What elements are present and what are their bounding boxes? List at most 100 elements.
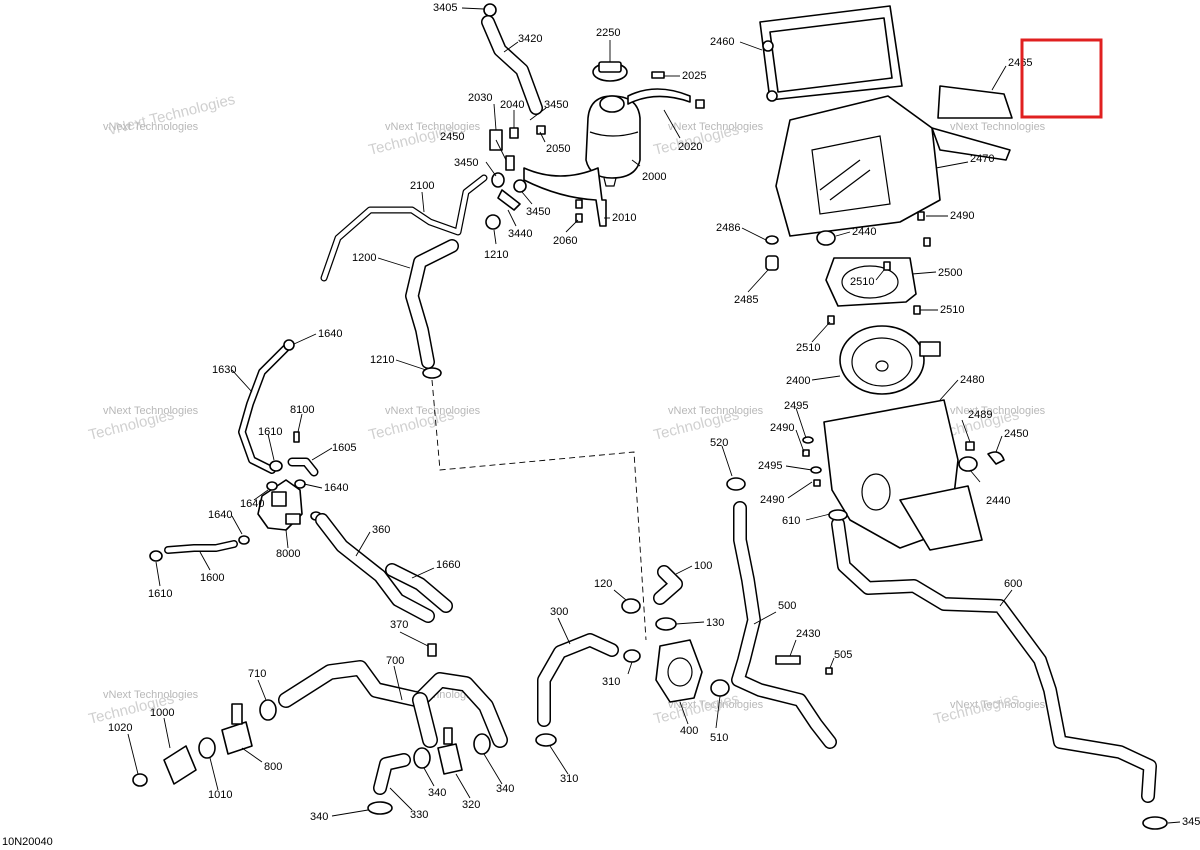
fitting-370 [427, 643, 437, 657]
clamp-2450 [987, 451, 1005, 465]
hardware-2050 [536, 125, 546, 135]
watermark: vNext Technologies [950, 405, 1046, 417]
label-2490-c: 2490 [760, 494, 784, 506]
fitting-320 [437, 727, 463, 775]
watermark: vNext Technologies [103, 121, 199, 133]
hose-1200 [405, 239, 459, 369]
label-345: 345 [1182, 816, 1200, 828]
label-1610-b: 1610 [148, 588, 172, 600]
hose-500 [731, 501, 837, 749]
watermark: vNext Technologies [103, 405, 199, 417]
plate-2500 [825, 257, 917, 307]
label-1210-a: 1210 [484, 249, 508, 261]
label-2030: 2030 [468, 92, 492, 104]
part-2250 [592, 61, 628, 82]
hardware-3450 [695, 99, 705, 109]
label-2450-b: 2450 [1004, 428, 1028, 440]
label-610: 610 [782, 515, 800, 527]
hose-360 [315, 513, 435, 623]
hardware-2040 [509, 127, 519, 139]
fan-2400 [839, 325, 941, 395]
label-2465: 2465 [1008, 57, 1032, 69]
clamp-310b [535, 733, 557, 747]
label-2460: 2460 [710, 36, 734, 48]
label-340-a: 340 [428, 787, 446, 799]
label-130: 130 [706, 617, 724, 629]
clamp-2440b [958, 456, 978, 472]
clamp-1020 [132, 773, 148, 787]
label-2470: 2470 [970, 153, 994, 165]
clamp-3450c [513, 179, 527, 193]
hose-1600 [164, 540, 238, 554]
label-2490-a: 2490 [950, 210, 974, 222]
label-1210-b: 1210 [370, 354, 394, 366]
clamp-130 [655, 617, 677, 631]
watermark: vNext Technologies [385, 121, 481, 133]
hose-330 [373, 753, 411, 795]
shroud-2470 [775, 95, 1011, 237]
label-2500: 2500 [938, 267, 962, 279]
seal-2465 [937, 85, 1013, 119]
label-500: 500 [778, 600, 796, 612]
bracket-2010 [523, 167, 607, 227]
part-labels: 3405 3420 2250 2460 2025 2465 2030 2040 … [108, 2, 1200, 828]
watermark: vNext Technologies [950, 121, 1046, 133]
label-2440-a: 2440 [852, 226, 876, 238]
label-2450-a: 2450 [440, 131, 464, 143]
strap-2430 [775, 655, 801, 665]
label-310-a: 310 [602, 676, 620, 688]
clamp-3450 [491, 172, 505, 188]
label-2510-a: 2510 [850, 276, 874, 288]
clamp-345 [1142, 816, 1168, 830]
label-1640-c: 1640 [240, 498, 264, 510]
clamp-1210b [422, 367, 442, 379]
label-2000: 2000 [642, 171, 666, 183]
hose-1605 [287, 457, 319, 477]
label-2060: 2060 [553, 235, 577, 247]
clamp-1210 [485, 214, 501, 230]
label-8000: 8000 [276, 548, 300, 560]
label-2489: 2489 [968, 409, 992, 421]
hardware-2495-2490 [802, 436, 822, 487]
label-3405: 3405 [433, 2, 457, 14]
grommet-2486 [765, 235, 779, 245]
label-2510-c: 2510 [796, 342, 820, 354]
connector-line [431, 379, 647, 641]
label-1200: 1200 [352, 252, 376, 264]
label-1020: 1020 [108, 722, 132, 734]
label-2510-b: 2510 [940, 304, 964, 316]
label-120: 120 [594, 578, 612, 590]
label-310-b: 310 [560, 773, 578, 785]
label-1630: 1630 [212, 364, 236, 376]
hose-1660 [385, 563, 453, 613]
label-2040: 2040 [500, 99, 524, 111]
diagram-code: 10N20040 [2, 836, 53, 848]
label-2050: 2050 [546, 143, 570, 155]
label-1640-b: 1640 [324, 482, 348, 494]
clamp-510 [710, 679, 730, 697]
label-1600: 1600 [200, 572, 224, 584]
label-2480: 2480 [960, 374, 984, 386]
label-400: 400 [680, 725, 698, 737]
hardware-2450 [505, 155, 515, 171]
watermark: vNext Technologies [385, 405, 481, 417]
housing-2480 [823, 399, 983, 551]
label-1605: 1605 [332, 442, 356, 454]
watermark: vNext Technologies [668, 121, 764, 133]
label-100: 100 [694, 560, 712, 572]
hose-600 [831, 517, 1157, 803]
hose-1630 [238, 344, 290, 474]
label-2025: 2025 [682, 70, 706, 82]
label-1610-a: 1610 [258, 426, 282, 438]
spacer-2485 [765, 255, 779, 271]
label-1660: 1660 [436, 559, 460, 571]
label-360: 360 [372, 524, 390, 536]
watermark: vNext Technologies [668, 699, 764, 711]
label-2485: 2485 [734, 294, 758, 306]
watermark: vNext Technologies [668, 405, 764, 417]
clamp-1640a [283, 339, 295, 351]
label-300: 300 [550, 606, 568, 618]
clamp-1010 [198, 737, 216, 759]
label-8100: 8100 [290, 404, 314, 416]
label-2486: 2486 [716, 222, 740, 234]
